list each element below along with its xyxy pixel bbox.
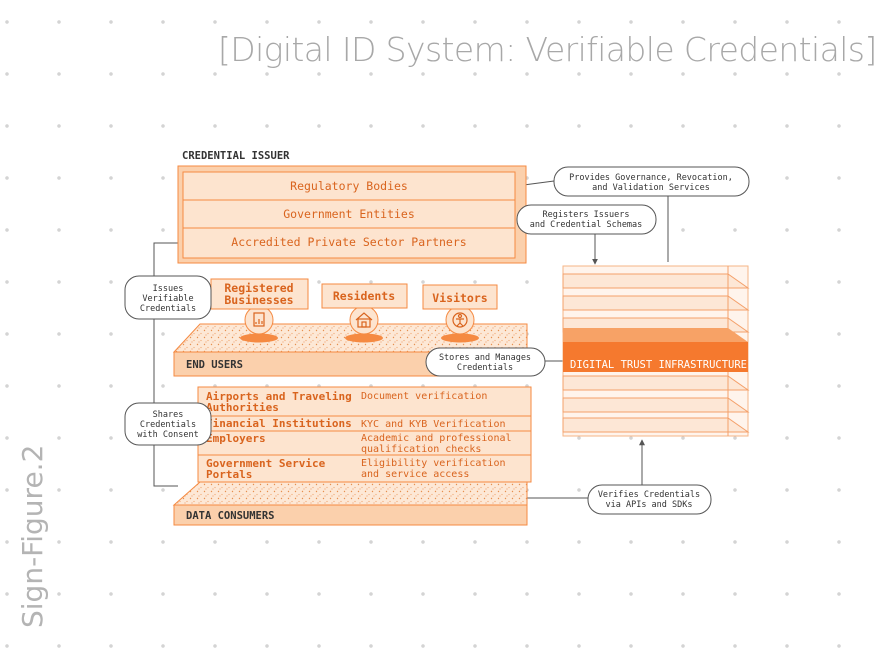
callout-verifies: Verifies Credentials via APIs and SDKs	[587, 484, 712, 515]
document-chart-icon	[253, 312, 265, 327]
svg-text:Credentials: Credentials	[140, 304, 196, 314]
consumer-name: Employers	[206, 432, 266, 445]
svg-text:with Consent: with Consent	[137, 430, 198, 440]
consumer-desc: qualification checks	[361, 444, 481, 455]
end-users-header: END USERS	[186, 359, 243, 371]
svg-text:Stores and Manages: Stores and Manages	[439, 353, 531, 363]
svg-text:and Credential Schemas: and Credential Schemas	[530, 220, 643, 230]
house-icon	[355, 312, 373, 328]
registered-businesses-label: Businesses	[224, 293, 293, 307]
visitors-label: Visitors	[432, 291, 487, 305]
residents-label: Residents	[333, 289, 395, 303]
credential-issuer-block: CREDENTIAL ISSUER Regulatory Bodies Gove…	[177, 150, 527, 264]
svg-text:Shares: Shares	[153, 410, 184, 420]
svg-text:Provides Governance, Revocatio: Provides Governance, Revocation,	[569, 173, 733, 183]
svg-text:Verifies Credentials: Verifies Credentials	[598, 490, 700, 500]
consumer-desc: Document verification	[361, 391, 487, 402]
callout-governance: Provides Governance, Revocation, and Val…	[553, 166, 750, 197]
page-title: [Digital ID System: Verifiable Credentia…	[218, 30, 874, 69]
consumer-desc: Academic and professional	[361, 433, 512, 444]
user-group-registered-businesses: Registered Businesses	[210, 278, 309, 343]
svg-text:Registers Issuers: Registers Issuers	[543, 210, 630, 220]
user-group-visitors: Visitors	[422, 284, 498, 343]
consumer-name: Government Service	[206, 457, 326, 470]
data-consumers-block: DATA CONSUMERS Airports and Traveling Au…	[172, 386, 532, 526]
callout-issues: Issues Verifiable Credentials	[124, 275, 212, 320]
registered-businesses-label: Registered	[224, 281, 293, 295]
svg-text:via APIs and SDKs: via APIs and SDKs	[606, 500, 693, 510]
svg-text:Verifiable: Verifiable	[142, 294, 193, 304]
consumer-desc: KYC and KYB Verification	[361, 419, 506, 430]
issuer-row-regulatory: Regulatory Bodies	[290, 179, 408, 193]
issuer-row-government: Government Entities	[283, 207, 415, 221]
consumer-name: Portals	[206, 468, 252, 481]
svg-text:Credentials: Credentials	[140, 420, 196, 430]
consumer-name: Authorities	[206, 401, 279, 414]
svg-text:and Validation Services: and Validation Services	[592, 183, 710, 193]
issuer-row-private-sector: Accredited Private Sector Partners	[231, 235, 466, 249]
svg-text:Issues: Issues	[153, 284, 184, 294]
data-consumers-header: DATA CONSUMERS	[186, 510, 275, 522]
callout-registers: Registers Issuers and Credential Schemas	[516, 204, 657, 235]
credential-issuer-header: CREDENTIAL ISSUER	[182, 150, 290, 162]
digital-trust-infrastructure: DIGITAL TRUST INFRASTRUCTURE	[562, 265, 750, 437]
svg-text:Credentials: Credentials	[457, 363, 513, 373]
user-group-residents: Residents	[321, 283, 408, 343]
consumer-desc: Eligibility verification	[361, 458, 506, 469]
callout-shares: Shares Credentials with Consent	[124, 402, 212, 446]
person-icon	[452, 312, 468, 328]
consumer-name: Financial Institutions	[206, 417, 352, 430]
infrastructure-label: DIGITAL TRUST INFRASTRUCTURE	[570, 359, 747, 371]
consumer-desc: and service access	[361, 469, 469, 480]
callout-stores: Stores and Manages Credentials	[425, 347, 546, 377]
consumer-name: Airports and Traveling	[206, 390, 352, 403]
